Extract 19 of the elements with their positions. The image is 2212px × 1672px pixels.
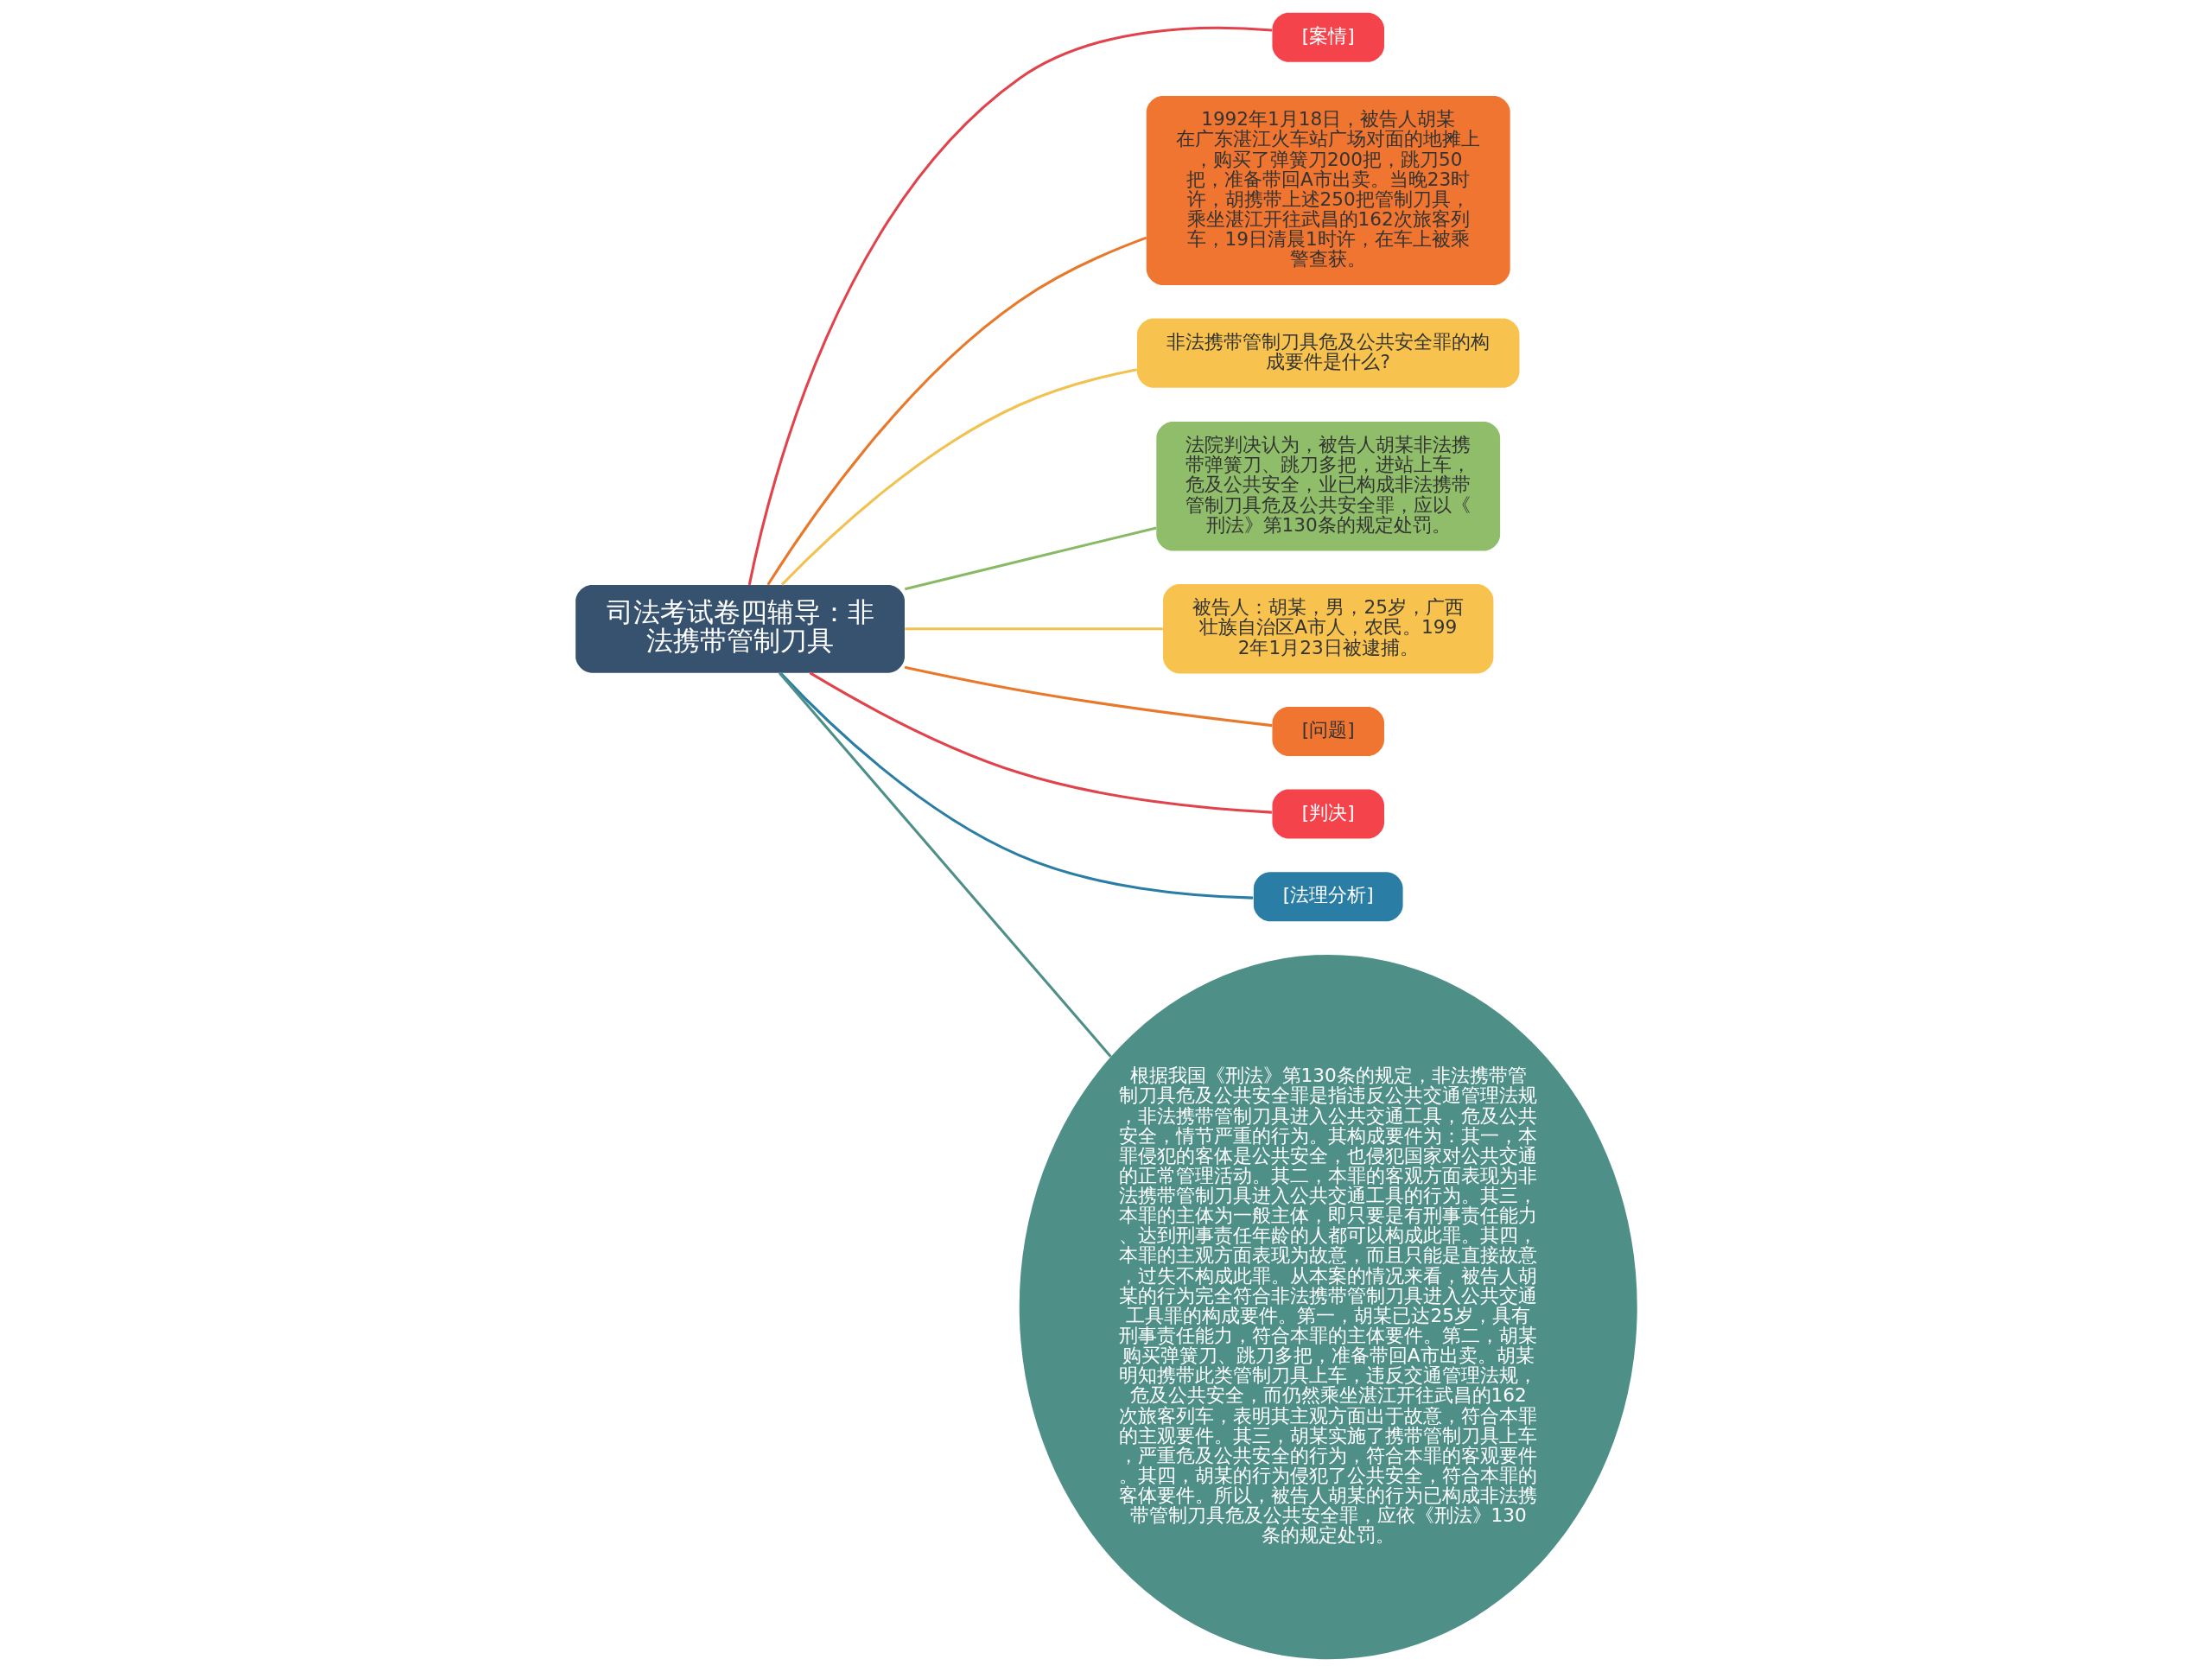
node-box: 司法考试卷四辅导：非法携带管制刀具 bbox=[575, 584, 905, 673]
node-ellipse: 根据我国《刑法》第130条的规定，非法携带管制刀具危及公共安全罪是指违反公共交通管理法规，非法携带管制刀具进入公共交通工具，危及公共安全，情节严重的行为。其构成要件为：其一，本罪侵犯的客体是公共安全，也侵犯国家对公共交通的正常管理活动。其二，本罪的客观方面表现为非法携带管制刀具进入公共交通工具的行为。其三，本罪的主体为一般主体，即只要是有刑事责任能力、达到刑事责任年龄的人都可以构成此罪。其四，本罪的主观方面表现为故意，而且只能是直接故意，过失不构成此罪。从本案的情况来看，被告人胡某的行为完全符合非法携带管制刀具进入公共交通工具罪的构成要件。第一，胡某已达25岁，具有刑事责任能力，符合本罪的主体要件。第二，胡某购买弹簧刀、跳刀多把，准备带回A市出卖。胡某明知携带此类管制刀具上车，违反交通管理法规，危及公共安全，而仍然乘坐湛江开往武昌的162次旅客列车，表明其主观方面出于故意，符合本罪的主观要件。其三，胡某实施了携带管制刀具上车，严重危及公共安全的行为，符合本罪的客观要件。其四，胡某的行为侵犯了公共安全，符合本罪的客体要件。所以，被告人胡某的行为已构成非法携带管制刀具危及公共安全罪，应依《刑法》130条的规定处罚。 bbox=[1019, 954, 1637, 1660]
connector bbox=[766, 236, 1147, 586]
node-box: [案情] bbox=[1271, 12, 1384, 62]
connector bbox=[779, 672, 1253, 900]
node-box: 非法携带管制刀具危及公共安全罪的构成要件是什么? bbox=[1136, 318, 1519, 388]
node-box: [法理分析] bbox=[1253, 872, 1403, 922]
connector bbox=[904, 627, 1163, 631]
node-box: 法院判决认为，被告人胡某非法携带弹簧刀、跳刀多把，进站上车，危及公共安全，业已构成非法携带管制刀具危及公共安全罪，应以《刑法》第130条的规定处罚。 bbox=[1155, 422, 1500, 551]
connector bbox=[809, 671, 1272, 814]
node-box: [判决] bbox=[1271, 789, 1384, 839]
connector bbox=[904, 526, 1157, 591]
connector bbox=[747, 26, 1272, 586]
node-box: [问题] bbox=[1271, 706, 1384, 756]
connector bbox=[778, 671, 1112, 1058]
connector bbox=[904, 665, 1273, 728]
connector bbox=[780, 368, 1137, 586]
node-box: 被告人：胡某，男，25岁，广西壮族自治区A市人，农民。1992年1月23日被逮捕。 bbox=[1162, 584, 1493, 674]
node-box: 1992年1月18日，被告人胡某在广东湛江火车站广场对面的地摊上，购买了弹簧刀200把，跳刀50把，准备带回A市出卖。当晚23时许，胡携带上述250把管制刀具，乘坐湛江开往武昌的162次旅客列车，19日清晨1时许，在车上被乘警查获。 bbox=[1146, 96, 1510, 285]
